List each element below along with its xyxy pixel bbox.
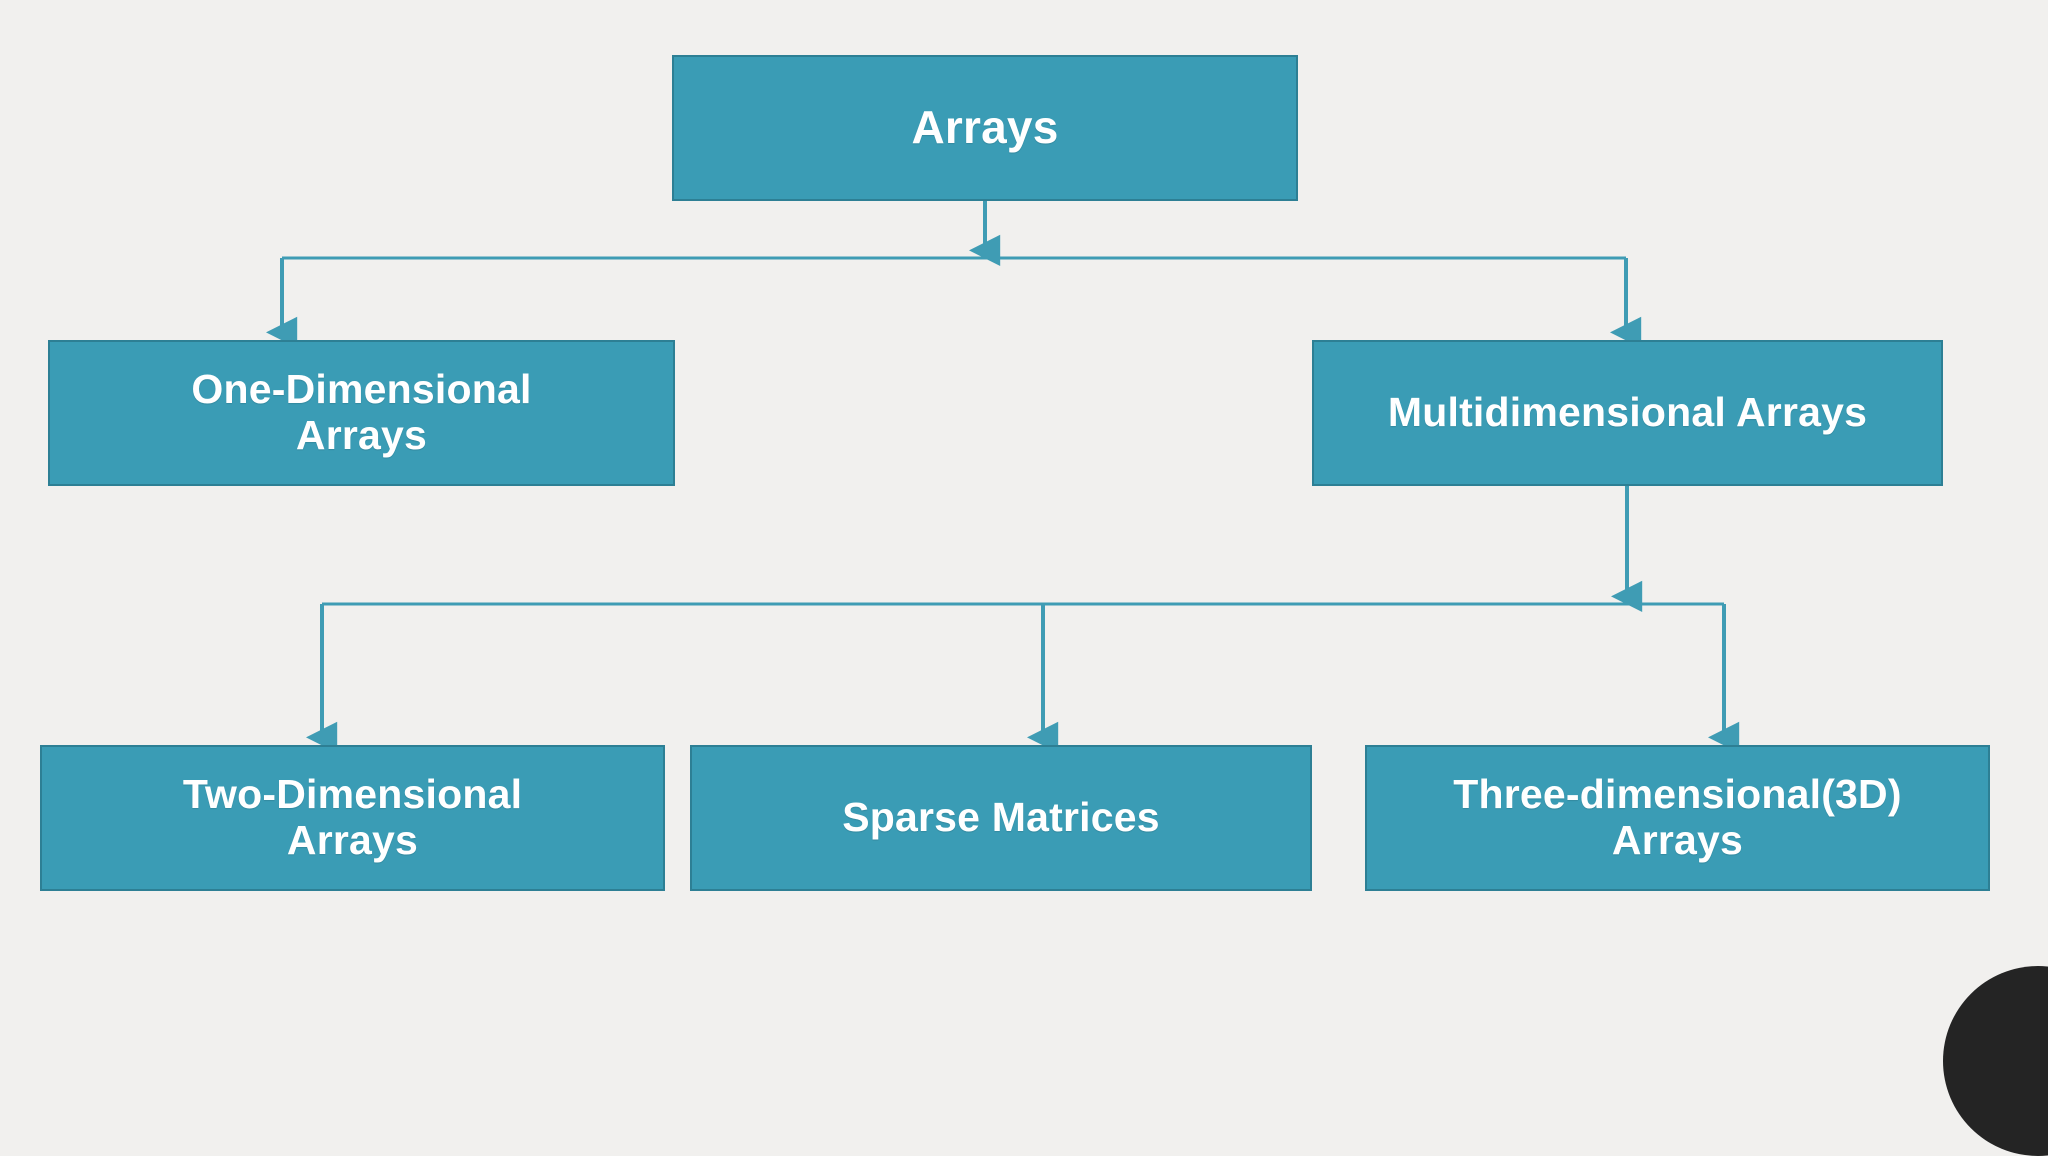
node-three-dimensional-arrays[interactable]: Three-dimensional(3D) Arrays [1365, 745, 1990, 891]
node-arrays-label: Arrays [911, 101, 1059, 154]
node-two-dimensional-arrays-label: Two-Dimensional Arrays [182, 771, 523, 863]
node-sparse-matrices[interactable]: Sparse Matrices [690, 745, 1312, 891]
node-multidimensional-arrays-label: Multidimensional Arrays [1387, 389, 1868, 436]
node-arrays[interactable]: Arrays [672, 55, 1298, 201]
node-three-dimensional-arrays-label: Three-dimensional(3D) Arrays [1453, 771, 1902, 863]
node-one-dimensional-arrays[interactable]: One-Dimensional Arrays [48, 340, 675, 486]
node-two-dimensional-arrays[interactable]: Two-Dimensional Arrays [40, 745, 665, 891]
node-sparse-matrices-label: Sparse Matrices [842, 794, 1160, 841]
node-multidimensional-arrays[interactable]: Multidimensional Arrays [1312, 340, 1943, 486]
webcam-bubble-overlay [1943, 966, 2048, 1156]
node-one-dimensional-arrays-label: One-Dimensional Arrays [191, 366, 532, 458]
